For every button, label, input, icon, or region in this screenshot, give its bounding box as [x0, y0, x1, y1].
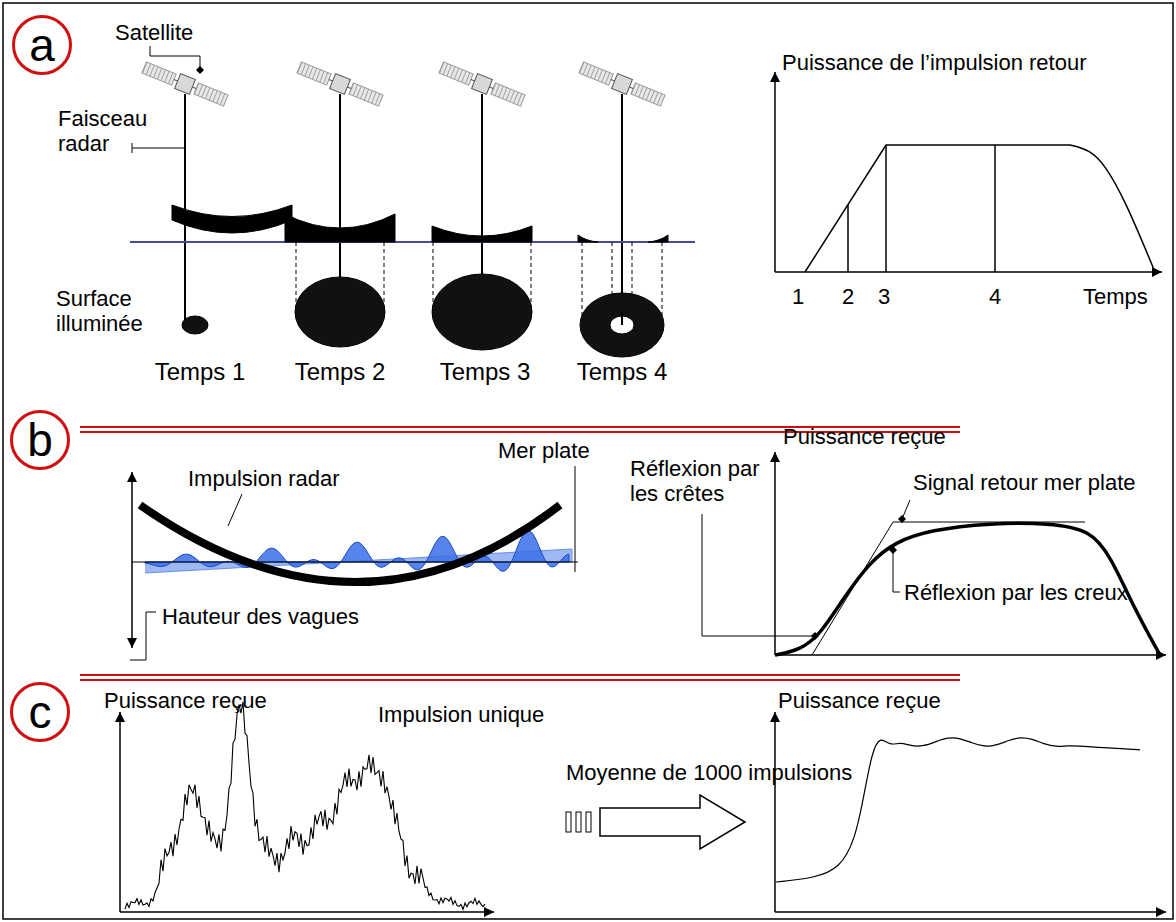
panel-letter: c: [9, 681, 71, 743]
illuminated-surface: [432, 274, 532, 350]
label-text: Temps: [1083, 284, 1148, 309]
projection-line: [662, 242, 663, 325]
projection-line: [384, 242, 385, 312]
label-text: Faisceau radar: [58, 106, 158, 157]
y-axis: [119, 712, 121, 912]
x-axis: [775, 911, 1166, 913]
illuminated-surface: [295, 277, 385, 347]
illuminated-surface: [182, 316, 208, 334]
drawing: [3, 3, 1173, 919]
label-text: Réflexion par les crêtes: [630, 456, 780, 507]
arrow-bar: [586, 812, 591, 832]
radar-pulse: [648, 235, 668, 242]
radar-pulse: [140, 505, 560, 582]
leader-line: [893, 550, 900, 592]
label-text: Impulsion radar: [188, 466, 340, 491]
radar-beam: [621, 94, 623, 325]
leader-line: [228, 494, 242, 526]
leader-line: [132, 148, 184, 149]
label-text: Mer plate: [498, 438, 590, 463]
label-text: Signal retour mer plate: [913, 470, 1136, 495]
label-text: Temps 3: [440, 358, 531, 386]
separator: [80, 674, 960, 676]
leader-line: [902, 500, 910, 519]
radar-pulse: [172, 205, 292, 233]
received-power-curve: [775, 523, 1160, 655]
label-text: Temps 4: [577, 358, 668, 386]
label-text: 3: [878, 284, 890, 309]
x-axis: [775, 654, 1166, 656]
y-axis: [774, 452, 776, 655]
panel-letter-text: c: [29, 689, 52, 735]
x-axis: [775, 271, 1162, 273]
label-text: Impulsion unique: [378, 702, 544, 727]
label-text: Puissance de l’impulsion retour: [782, 50, 1087, 75]
height-arrow: [131, 472, 133, 648]
surface-line: [130, 241, 695, 243]
leader-tick: [132, 143, 133, 153]
radar-beam: [621, 312, 623, 325]
y-axis: [774, 72, 776, 272]
arrow-bar: [576, 812, 581, 832]
separator: [80, 679, 960, 681]
label-text: Temps 2: [295, 358, 386, 386]
label-text: Puissance reçue: [104, 688, 267, 713]
panel-letter-text: a: [29, 22, 55, 68]
frame: [3, 3, 1173, 919]
leader-line: [150, 46, 200, 70]
single-pulse-curve: [125, 702, 485, 909]
time-marker: [847, 205, 849, 272]
leader-line: [130, 612, 156, 660]
panel-letter-text: b: [27, 417, 53, 463]
label-text: Réflexion par les creux: [904, 580, 1128, 605]
radar-pulse: [285, 214, 395, 242]
label-text: 1: [792, 284, 804, 309]
averaged-curve: [776, 738, 1140, 882]
power-curve: [805, 145, 1070, 272]
leader-line: [575, 466, 576, 572]
label-text: Puissance reçue: [783, 424, 946, 449]
arrow-bar: [566, 812, 571, 832]
label-text: Puissance reçue: [778, 688, 941, 713]
radar-pulse: [432, 226, 532, 242]
x-axis: [120, 911, 494, 913]
projection-line: [582, 242, 583, 325]
label-text: 2: [842, 284, 854, 309]
time-marker: [994, 145, 996, 272]
power-curve: [1070, 145, 1155, 272]
label-text: Moyenne de 1000 impulsions: [566, 760, 852, 785]
leader-line: [702, 514, 815, 636]
label-text: 4: [989, 284, 1001, 309]
time-marker: [885, 145, 887, 272]
averaging-arrow: [600, 795, 745, 849]
projection-line: [296, 242, 297, 312]
label-text: Hauteur des vagues: [162, 604, 359, 629]
panel-letter: b: [9, 409, 71, 471]
panel-letter: a: [11, 14, 73, 76]
label-text: Surface illuminée: [56, 286, 171, 337]
label-text: Temps 1: [155, 358, 246, 386]
y-axis: [774, 712, 776, 912]
label-text: Satellite: [115, 20, 193, 45]
radar-pulse: [578, 235, 598, 242]
mean-level: [132, 562, 578, 563]
illuminated-surface: [580, 293, 664, 357]
